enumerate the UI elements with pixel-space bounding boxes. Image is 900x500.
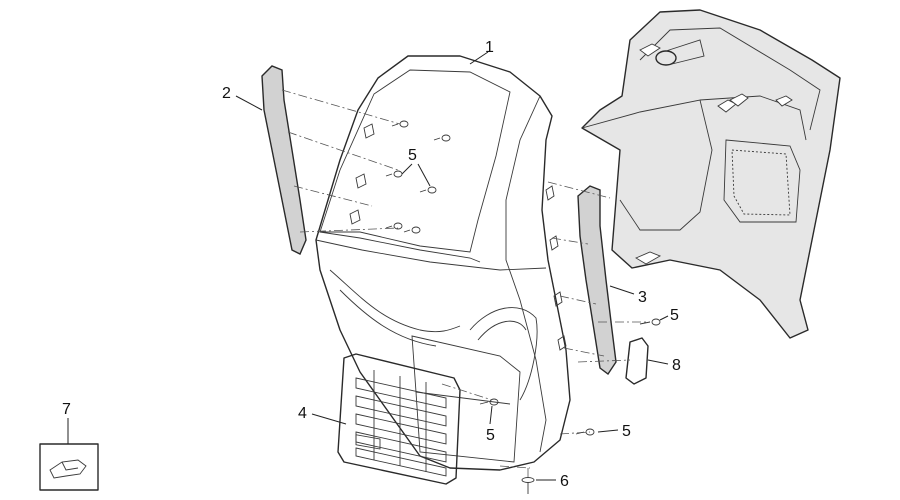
- callout-3: 3: [638, 289, 647, 306]
- screw: [391, 120, 409, 128]
- screw: [433, 134, 451, 142]
- callout-5: 5: [408, 147, 417, 164]
- grille-slots: [355, 370, 447, 477]
- screw: [419, 186, 437, 194]
- screw: [385, 170, 403, 178]
- screw: [639, 318, 661, 326]
- front-shield: [315, 55, 571, 471]
- radiator-grille: [337, 353, 461, 485]
- screw: [403, 226, 421, 234]
- screw: [385, 222, 403, 230]
- callout-7: 7: [62, 401, 71, 418]
- callout-1: 1: [485, 39, 494, 56]
- screw-6: [521, 477, 535, 494]
- assembly-lines: [281, 89, 650, 480]
- screws: [385, 120, 661, 494]
- leader-lines: [67, 51, 669, 481]
- small-cover-plate: [625, 337, 649, 385]
- callout-6: 6: [560, 473, 569, 490]
- inner-leg-shield: [581, 9, 841, 339]
- callouts: 1 2 5 3 5 8 7 4 5 5 6: [62, 39, 681, 490]
- callout-5: 5: [622, 423, 631, 440]
- callout-5: 5: [486, 427, 495, 444]
- callout-8: 8: [672, 357, 681, 374]
- screw: [479, 398, 499, 406]
- callout-2: 2: [222, 85, 231, 102]
- screw: [575, 428, 595, 436]
- callout-5: 5: [670, 307, 679, 324]
- left-trim-strip: [261, 65, 307, 255]
- right-trim-strip: [577, 185, 617, 376]
- clip-box: [39, 443, 99, 491]
- callout-4: 4: [298, 405, 307, 422]
